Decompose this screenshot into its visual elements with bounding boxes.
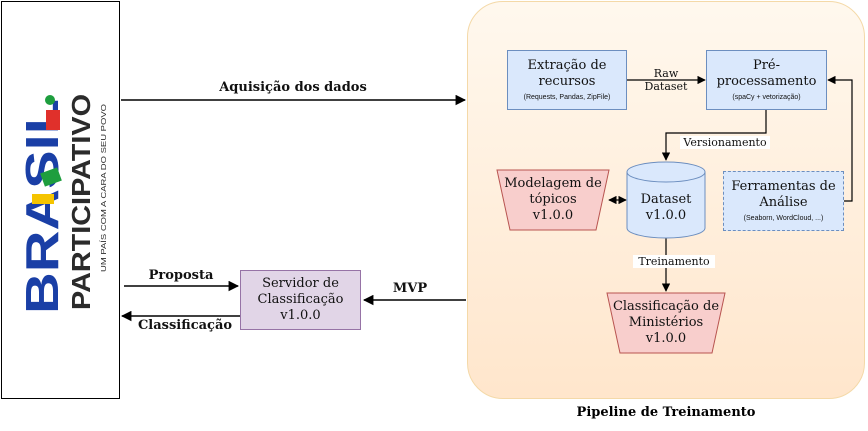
dataset-text: Dataset v1.0.0 bbox=[627, 192, 705, 224]
modelagem-line1: Modelagem de bbox=[504, 176, 602, 191]
label-classificacao-out: Classificação bbox=[137, 318, 233, 333]
ferramentas-title: Ferramentas de Análise bbox=[731, 179, 836, 210]
servidor-line1: Servidor de bbox=[262, 276, 339, 291]
modelagem-line3: v1.0.0 bbox=[532, 208, 574, 223]
ferramentas-subtitle: (Seaborn, WordCloud, ...) bbox=[743, 215, 824, 222]
classificacao-line1: Classificação de bbox=[612, 299, 720, 314]
modelagem-line2: tópicos bbox=[529, 192, 577, 207]
label-treinamento: Treinamento bbox=[633, 255, 715, 268]
logo-green-dot bbox=[45, 95, 55, 105]
modelagem-shape bbox=[496, 169, 610, 231]
label-raw-dataset: Raw Dataset bbox=[636, 67, 696, 93]
node-preprocessamento: Pré-processamento (spaCy + vetorização) bbox=[706, 50, 827, 110]
modelagem-text: Modelagem de tópicos v1.0.0 bbox=[497, 176, 609, 224]
classificacao-line2: Ministérios bbox=[628, 315, 704, 330]
dataset-line1: Dataset bbox=[640, 192, 692, 207]
node-ferramentas: Ferramentas de Análise (Seaborn, WordClo… bbox=[723, 171, 844, 231]
servidor-line2: Classificação bbox=[257, 292, 344, 307]
label-proposta: Proposta bbox=[148, 268, 214, 283]
edge-ferramentas-feedback bbox=[827, 75, 853, 202]
logo-main-word: PARTICIPATIVO bbox=[66, 94, 96, 310]
logo-red-accent bbox=[46, 110, 60, 130]
logo-green-accent bbox=[40, 167, 62, 187]
label-raw: Raw bbox=[653, 67, 679, 80]
pipeline-label: Pipeline de Treinamento bbox=[576, 405, 756, 420]
classificacao-shape bbox=[606, 292, 726, 354]
node-servidor: Servidor de Classificação v1.0.0 bbox=[240, 270, 361, 330]
preprocessamento-subtitle: (spaCy + vetorização) bbox=[732, 94, 801, 101]
label-aquisicao: Aquisição dos dados bbox=[219, 80, 367, 95]
brasil-participativo-logo: BRASIL PARTICIPATIVO UM PAÍS COM A CARA … bbox=[16, 94, 108, 314]
dataset-line2: v1.0.0 bbox=[645, 208, 687, 223]
classificacao-line3: v1.0.0 bbox=[645, 331, 687, 346]
classificacao-text: Classificação de Ministérios v1.0.0 bbox=[607, 299, 725, 347]
label-mvp: MVP bbox=[392, 281, 428, 296]
servidor-line3: v1.0.0 bbox=[280, 308, 321, 323]
extracao-title: Extração de recursos bbox=[527, 58, 607, 89]
logo-tagline: UM PAÍS COM A CARA DO SEU POVO bbox=[99, 103, 108, 272]
logo-yellow-accent bbox=[32, 194, 54, 204]
node-extracao: Extração de recursos (Requests, Pandas, … bbox=[507, 50, 627, 110]
extracao-subtitle: (Requests, Pandas, ZipFile) bbox=[523, 94, 611, 101]
logo-brand-word: BRASIL bbox=[16, 99, 68, 314]
preprocessamento-title: Pré-processamento bbox=[716, 58, 817, 89]
label-versionamento: Versionamento bbox=[680, 136, 770, 149]
edge-versionamento bbox=[661, 110, 767, 161]
dataset-shape bbox=[626, 172, 706, 239]
dataset-top bbox=[626, 161, 706, 183]
logo-panel: BRASIL PARTICIPATIVO UM PAÍS COM A CARA … bbox=[1, 1, 120, 399]
label-dataset: Dataset bbox=[644, 80, 688, 93]
